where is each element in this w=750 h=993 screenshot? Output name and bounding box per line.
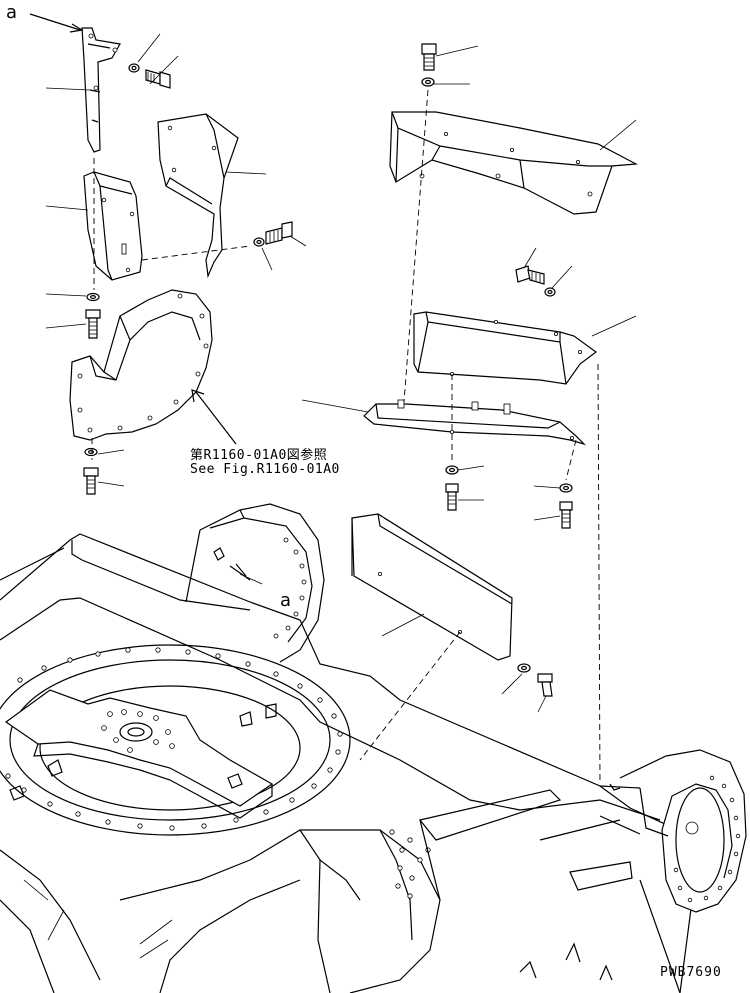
bolt-8 [559, 501, 573, 529]
leader-lines-left [45, 33, 307, 487]
leader-r5 [551, 265, 573, 289]
washer-3 [86, 292, 100, 302]
leader-r1 [435, 45, 479, 57]
bolt-9 [537, 673, 553, 697]
leader-lines-right-lower [457, 465, 561, 521]
leader-r6 [591, 315, 637, 337]
drawing-code: PWB7690 [660, 965, 722, 980]
leader-c3 [537, 695, 547, 713]
right-lower-plate [363, 399, 587, 446]
reference-arrow [191, 389, 237, 445]
left-upper-cover-plate [81, 27, 121, 153]
reference-label-jp: 第R1160-01A0図参照 [190, 448, 328, 463]
bolt-2 [265, 221, 293, 245]
view-mark-a-top: a [6, 2, 18, 23]
leader-c2 [501, 673, 523, 695]
bolt-3 [85, 309, 101, 339]
left-lower-bracket [69, 289, 213, 441]
bolt-6 [515, 265, 545, 285]
leader-lines-frame [23, 879, 173, 945]
center-cover-plate [351, 513, 513, 661]
leader-c1 [381, 613, 425, 637]
washer-1 [128, 63, 140, 73]
bolt-5 [421, 43, 437, 71]
bolt-1 [145, 69, 171, 89]
washer-9 [517, 663, 531, 673]
bolt-4 [83, 467, 99, 495]
view-mark-a-frame: a [280, 590, 292, 611]
washer-5 [421, 77, 435, 87]
washer-2 [253, 237, 265, 247]
right-upper-cover [389, 111, 639, 215]
washer-7 [445, 465, 459, 475]
revolving-frame [0, 503, 747, 993]
leader-r4 [523, 247, 537, 269]
bolt-line-2 [141, 245, 251, 261]
washer-4 [84, 447, 98, 457]
bolt-7 [445, 483, 459, 511]
left-boss-holes [273, 537, 307, 639]
reference-label-en: See Fig.R1160-01A0 [190, 462, 340, 477]
leader-r7 [301, 399, 369, 413]
arrow-view-a [29, 13, 84, 33]
ring-holes [5, 647, 343, 831]
right-middle-cover [413, 311, 598, 385]
lower-boss-holes [389, 829, 431, 899]
washer-8 [559, 483, 573, 493]
left-side-cover [157, 113, 239, 279]
plate-holes [101, 709, 175, 753]
dashed-center [359, 631, 461, 761]
dashed-alignment-right [403, 89, 601, 785]
right-boss-holes [673, 775, 741, 903]
washer-6 [544, 287, 556, 297]
leader-r3 [599, 119, 637, 151]
left-middle-cover [83, 171, 143, 281]
